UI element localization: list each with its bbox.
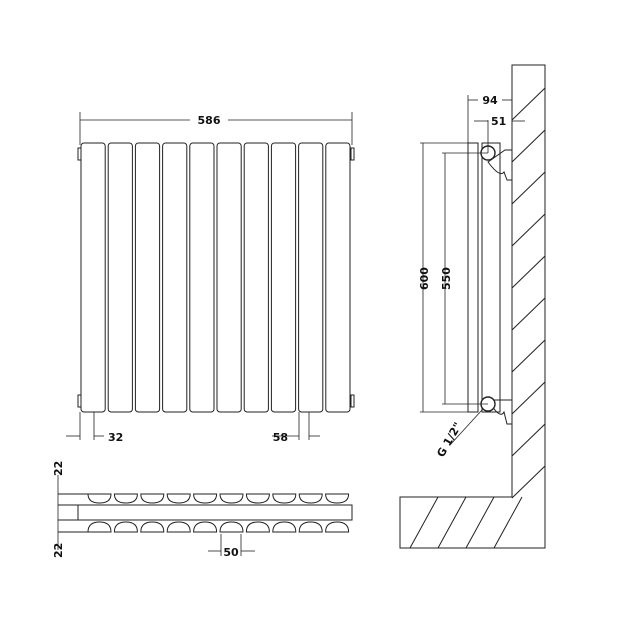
column-section-bottom [245,521,270,533]
connection-label: G 1/2" [434,420,464,459]
radiator-column [107,142,133,413]
side-view: 600 550 94 51 G 1/2" [399,64,546,549]
wall-hatch [511,129,546,163]
floor-hatch [493,496,523,549]
radiator-column [270,142,297,413]
wall-hatch [511,465,546,499]
wall-hatch [511,87,546,121]
wall-hatch [511,423,546,457]
column-section-bottom [87,521,112,533]
column-section-bottom [140,521,165,533]
top-depth-label: 22 [52,461,65,476]
wall-hatch [511,381,546,415]
wall-hatch [511,297,546,331]
column-width-label: 32 [108,431,123,444]
radiator-column [216,142,242,413]
radiator-column [189,142,215,413]
column-section-bottom [219,521,244,533]
wall-hatch [511,339,546,373]
radiator-column [243,142,269,413]
centres-label: 550 [440,267,453,290]
front-view: 586 32 58 [66,112,355,444]
width-label: 586 [198,114,221,127]
bottom-depth-label: 22 [52,543,65,558]
radiator-column [298,142,324,413]
column-section-bottom [193,521,218,533]
top-pitch-label: 50 [223,546,239,559]
pipe-offset-label: 51 [491,115,506,128]
wall-and-floor [399,64,546,549]
column-section-top [298,493,323,504]
radiator-column [80,142,106,413]
projection-label: 94 [482,94,498,107]
column-section-top [325,493,350,504]
wall-hatch [511,171,546,205]
height-label: 600 [418,267,431,290]
top-view: 22 22 50 [52,461,353,559]
column-section-bottom [113,521,138,533]
column-section-top [219,493,244,504]
column-section-top [272,493,297,504]
column-section-top [87,493,112,504]
radiator-column [162,142,188,413]
floor-hatch [409,496,439,549]
wall-hatch [511,255,546,289]
column-section-top [245,493,270,504]
column-section-bottom [166,521,191,533]
radiator-column [134,142,161,413]
column-section-bottom [298,521,323,533]
radiator-column [325,142,351,413]
column-pitch-label: 58 [273,431,288,444]
top-view-header-bar [77,504,353,521]
column-section-top [193,493,218,504]
radiator-side-profile [481,142,501,413]
column-section-top [166,493,191,504]
floor-hatch [465,496,495,549]
floor-hatch [437,496,467,549]
column-section-top [113,493,138,504]
column-section-top [140,493,165,504]
wall-hatch [511,213,546,247]
column-section-bottom [272,521,297,533]
column-section-bottom [325,521,350,533]
